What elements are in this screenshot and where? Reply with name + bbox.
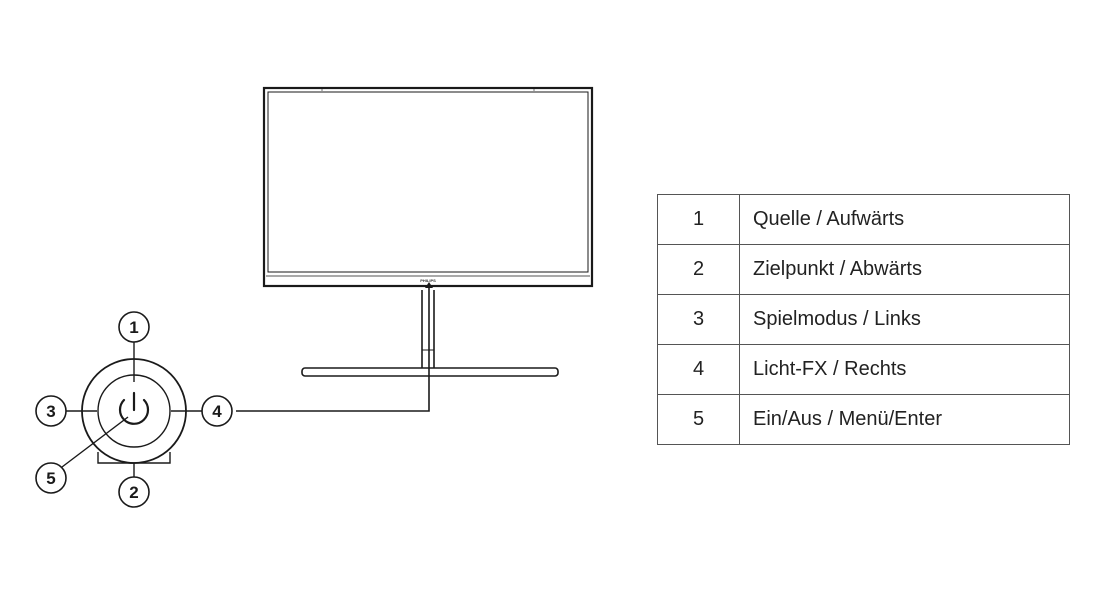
callout-5-number: 5 (46, 469, 55, 488)
callout-lines (61, 342, 202, 478)
legend-row: 4 Licht-FX / Rechts (657, 344, 1070, 395)
legend-row: 1 Quelle / Aufwärts (657, 194, 1070, 245)
legend-row: 2 Zielpunkt / Abwärts (657, 244, 1070, 295)
power-icon[interactable] (118, 391, 150, 425)
callout-4-number: 4 (212, 402, 222, 421)
callout-4: 4 (201, 395, 233, 427)
legend-function: Spielmodus / Links (739, 294, 1070, 345)
monitor-bezel (262, 86, 594, 288)
legend-number: 2 (657, 244, 740, 295)
callout-1: 1 (118, 311, 150, 343)
legend-row: 5 Ein/Aus / Menü/Enter (657, 394, 1070, 445)
monitor-stand (301, 290, 559, 377)
stand-base (301, 367, 559, 377)
legend-number: 3 (657, 294, 740, 345)
callout-2: 2 (118, 476, 150, 508)
monitor (262, 86, 594, 288)
legend-row: 3 Spielmodus / Links (657, 294, 1070, 345)
callout-line-5 (61, 416, 129, 468)
callout-1-number: 1 (129, 318, 138, 337)
legend-number: 4 (657, 344, 740, 395)
legend-number: 1 (657, 194, 740, 245)
legend-function: Zielpunkt / Abwärts (739, 244, 1070, 295)
callout-2-number: 2 (129, 483, 138, 502)
monitor-brand-logo: PHILIPS (420, 278, 436, 283)
legend-function: Ein/Aus / Menü/Enter (739, 394, 1070, 445)
monitor-screen (267, 91, 589, 273)
legend-function: Licht-FX / Rechts (739, 344, 1070, 395)
callout-3-number: 3 (46, 402, 55, 421)
legend-table: 1 Quelle / Aufwärts 2 Zielpunkt / Abwärt… (657, 194, 1070, 445)
callout-5: 5 (35, 462, 67, 494)
button-location-marker (425, 282, 433, 288)
leader-line (236, 288, 430, 412)
legend-number: 5 (657, 394, 740, 445)
legend-function: Quelle / Aufwärts (739, 194, 1070, 245)
callout-3: 3 (35, 395, 67, 427)
